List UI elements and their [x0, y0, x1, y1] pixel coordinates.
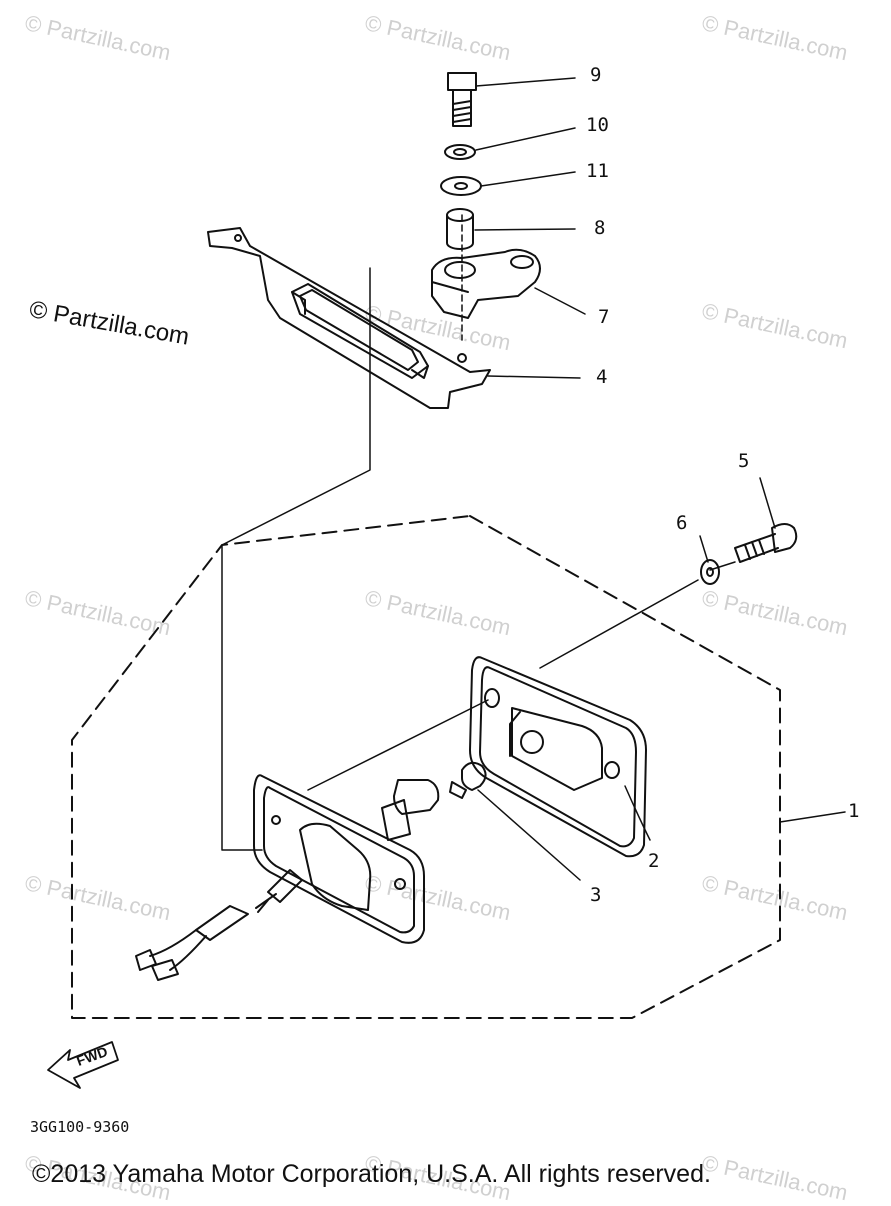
bolt-washer-line	[709, 561, 736, 571]
spring-washer-part-10	[444, 144, 476, 160]
collar-part-8	[446, 208, 474, 250]
bulb-to-lens-line	[307, 699, 489, 791]
callout-7: 7	[598, 306, 610, 328]
alignment-line	[221, 267, 371, 851]
bulb-part-3	[449, 761, 487, 799]
plate-bracket-part-4	[207, 227, 491, 409]
callout-3: 3	[590, 884, 602, 906]
fwd-arrow-icon	[47, 1041, 119, 1089]
lens-part-2	[469, 656, 647, 858]
callout-1: 1	[848, 800, 860, 822]
callout-2: 2	[648, 850, 660, 872]
washer-part-6	[700, 559, 720, 585]
diagram-code: 3GG100-9360	[30, 1118, 130, 1136]
callout-4: 4	[596, 366, 608, 388]
callout-10: 10	[586, 114, 609, 136]
callout-5: 5	[738, 450, 750, 472]
wire-harness	[135, 869, 303, 981]
lens-to-washer-line	[539, 579, 699, 669]
plain-washer-part-11	[440, 176, 482, 196]
light-housing	[253, 774, 425, 944]
bracket-arm-part-7	[431, 248, 541, 319]
bolt-part-9	[447, 72, 477, 127]
callout-6: 6	[676, 512, 688, 534]
callout-8: 8	[594, 217, 606, 239]
bulb-socket	[381, 779, 440, 841]
callout-9: 9	[590, 64, 602, 86]
assembly-boundary	[71, 515, 781, 1019]
callout-11: 11	[586, 160, 609, 182]
copyright-notice: ©2013 Yamaha Motor Corporation, U.S.A. A…	[32, 1160, 711, 1188]
leader-lines	[474, 77, 846, 881]
screw-part-5	[734, 523, 798, 563]
